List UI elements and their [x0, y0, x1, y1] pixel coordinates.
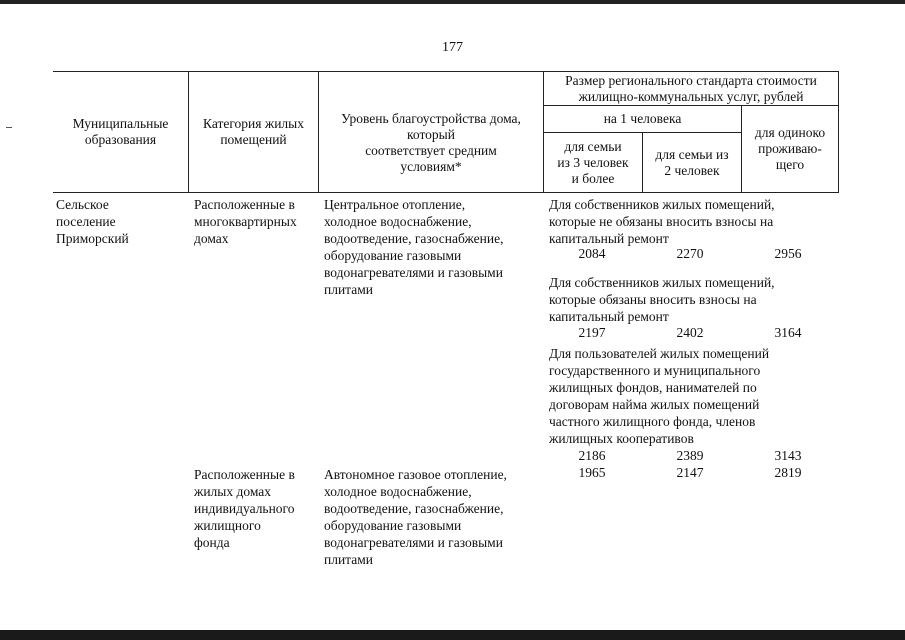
table-top-rule	[53, 71, 839, 72]
value-single: 2956	[774, 246, 802, 261]
header-standard-size: Размер регионального стандарта стоимости…	[565, 72, 817, 104]
amenity-autonomous-heating: Автономное газовое отопление, холодное в…	[324, 467, 507, 567]
bottom-border	[0, 630, 905, 640]
header-single: для одиноко проживаю- щего	[754, 125, 826, 172]
amenity-central-heating: Центральное отопление, холодное водоснаб…	[324, 197, 504, 297]
margin-mark	[6, 127, 12, 128]
header-per-person: на 1 человека	[603, 111, 682, 126]
value-fam3: 2197	[578, 325, 606, 340]
value-single: 2819	[774, 465, 802, 480]
col-divider-4	[642, 132, 643, 193]
value-fam3: 2186	[578, 448, 606, 463]
col-divider-right	[838, 71, 839, 193]
col-divider-3	[543, 71, 544, 193]
col-divider-1	[188, 71, 189, 193]
value-single: 3143	[774, 448, 802, 463]
top-border	[0, 0, 905, 4]
value-fam2: 2270	[676, 246, 704, 261]
municipality-name: Сельское поселение Приморский	[56, 197, 129, 246]
col-divider-5	[741, 105, 742, 193]
header-bottom-rule	[53, 192, 839, 193]
col-divider-2	[318, 71, 319, 193]
header-amenity-level: Уровень благоустройства дома, который со…	[341, 110, 521, 174]
value-fam3: 2084	[578, 246, 606, 261]
category-individual-houses: Расположенные в жилых домах индивидуальн…	[194, 467, 295, 550]
value-fam2: 2147	[676, 465, 704, 480]
group-owners-repair-fee: Для собственников жилых помещений, котор…	[549, 275, 775, 324]
header-family-2: для семьи из 2 человек	[655, 146, 729, 178]
header-municipalities: Муниципальные образования	[72, 116, 169, 147]
page-number: 177	[442, 40, 463, 55]
value-single: 3164	[774, 325, 802, 340]
value-fam3: 1965	[578, 465, 606, 480]
header-category: Категория жилых помещений	[203, 116, 304, 147]
value-fam2: 2389	[676, 448, 704, 463]
value-fam2: 2402	[676, 325, 704, 340]
category-apartment-buildings: Расположенные в многоквартирных домах	[194, 197, 297, 246]
header-family-3: для семьи из 3 человек и более	[557, 138, 629, 186]
group-rule	[543, 105, 839, 106]
group-owners-no-repair-fee: Для собственников жилых помещений, котор…	[549, 197, 775, 246]
group-tenants: Для пользователей жилых помещений госуда…	[549, 346, 770, 446]
